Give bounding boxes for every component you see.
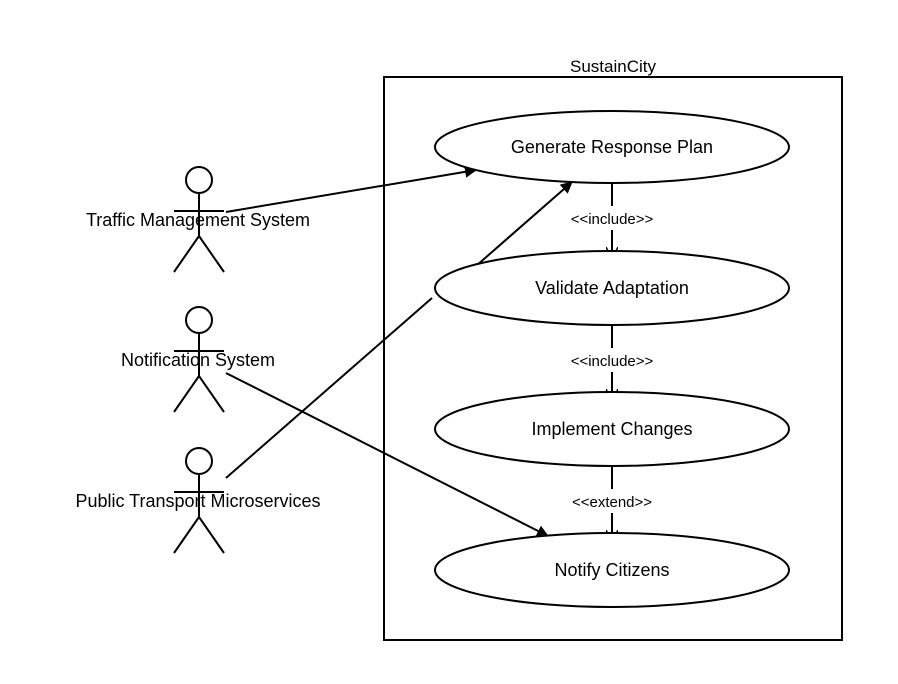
actor-label-notification: Notification System <box>121 350 275 370</box>
use-case-label-implement: Implement Changes <box>531 419 692 439</box>
use-case-label-validate: Validate Adaptation <box>535 278 689 298</box>
use-case-validate-adaptation[interactable]: Validate Adaptation <box>434 250 790 326</box>
system-boundary <box>383 76 843 641</box>
extend-label: <<extend>> <box>572 494 652 511</box>
association-notification-to-notify <box>225 372 549 537</box>
use-case-notify-citizens[interactable]: Notify Citizens <box>434 532 790 608</box>
actor-traffic-management-system[interactable]: Traffic Management System <box>86 166 310 273</box>
include-label-1: <<include>> <box>571 211 654 228</box>
actor-label-transport: Public Transport Microservices <box>75 491 320 511</box>
association-transport-to-generate <box>225 297 433 479</box>
actor-label-traffic: Traffic Management System <box>86 210 310 230</box>
use-case-implement-changes[interactable]: Implement Changes <box>434 391 790 467</box>
actor-notification-system[interactable]: Notification System <box>121 306 275 413</box>
association-transport-to-generate-upper <box>475 181 573 267</box>
system-title: SustainCity <box>570 57 656 76</box>
actor-public-transport-microservices[interactable]: Public Transport Microservices <box>75 447 321 554</box>
use-case-generate-response-plan[interactable]: Generate Response Plan <box>434 110 790 184</box>
association-traffic-to-generate <box>225 165 477 213</box>
use-case-label-notify: Notify Citizens <box>554 560 669 580</box>
use-case-label-generate: Generate Response Plan <box>511 137 713 157</box>
include-label-2: <<include>> <box>571 353 654 370</box>
